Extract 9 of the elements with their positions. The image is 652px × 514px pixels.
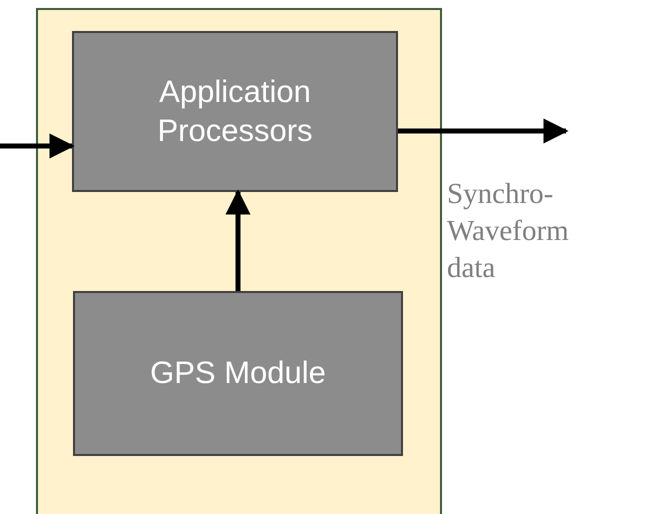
container-box bbox=[36, 8, 442, 514]
box-label: Application Processors bbox=[156, 72, 314, 150]
process-box bbox=[73, 291, 403, 456]
box-label: GPS Module bbox=[150, 354, 326, 392]
arrow bbox=[0, 134, 74, 158]
arrow bbox=[398, 118, 568, 144]
arrow bbox=[226, 190, 250, 291]
process-box bbox=[72, 31, 398, 192]
annotation-text: Synchro- Waveform data bbox=[447, 177, 570, 286]
